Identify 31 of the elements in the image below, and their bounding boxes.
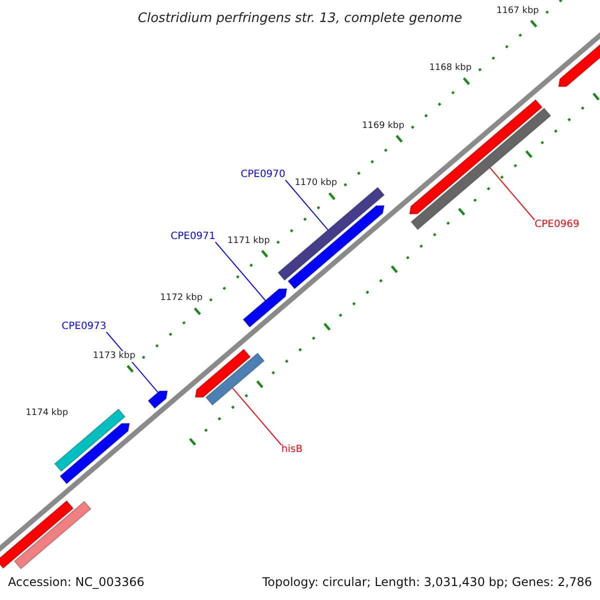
gene-label: hisB	[281, 445, 303, 455]
leader-line	[232, 387, 282, 446]
gene-segment	[148, 390, 168, 409]
gene-label: CPE0971	[170, 232, 216, 242]
gene-segment	[59, 422, 130, 484]
feature-bar	[14, 500, 92, 570]
scale-label: 1174 kbp	[24, 408, 70, 420]
title: Clostridium perfringens str. 13, complete genome	[138, 12, 462, 24]
feature-bar	[205, 352, 265, 406]
accession-text: Accession: NC_003366	[8, 576, 144, 588]
feature-bar	[0, 500, 74, 569]
gene-label: CPE0969	[534, 220, 580, 230]
gene-segment	[287, 205, 385, 290]
scale-label: 1172 kbp	[159, 293, 204, 304]
gene-segment	[409, 99, 543, 214]
leader-line	[489, 167, 536, 220]
genome-info-text: Topology: circular; Length: 3,031,430 bp; Genes: 2,786	[262, 576, 592, 588]
gene-segment	[194, 348, 251, 398]
gene-segment	[242, 288, 288, 328]
scale-label: 1173 kbp	[92, 350, 136, 362]
leader-line	[214, 242, 266, 301]
gene-label: CPE0970	[240, 170, 286, 180]
scale-label: 1171 kbp	[226, 236, 271, 247]
feature-bar	[277, 186, 385, 281]
scale-label: 1168 kbp	[428, 63, 473, 74]
scale-label: 1170 kbp	[294, 178, 338, 190]
gene-label: CPE0973	[62, 322, 106, 332]
leader-line	[284, 180, 328, 230]
feature-bar	[54, 408, 126, 472]
scale-label: 1169 kbp	[360, 120, 406, 132]
scale-label: 1167 kbp	[495, 6, 540, 17]
